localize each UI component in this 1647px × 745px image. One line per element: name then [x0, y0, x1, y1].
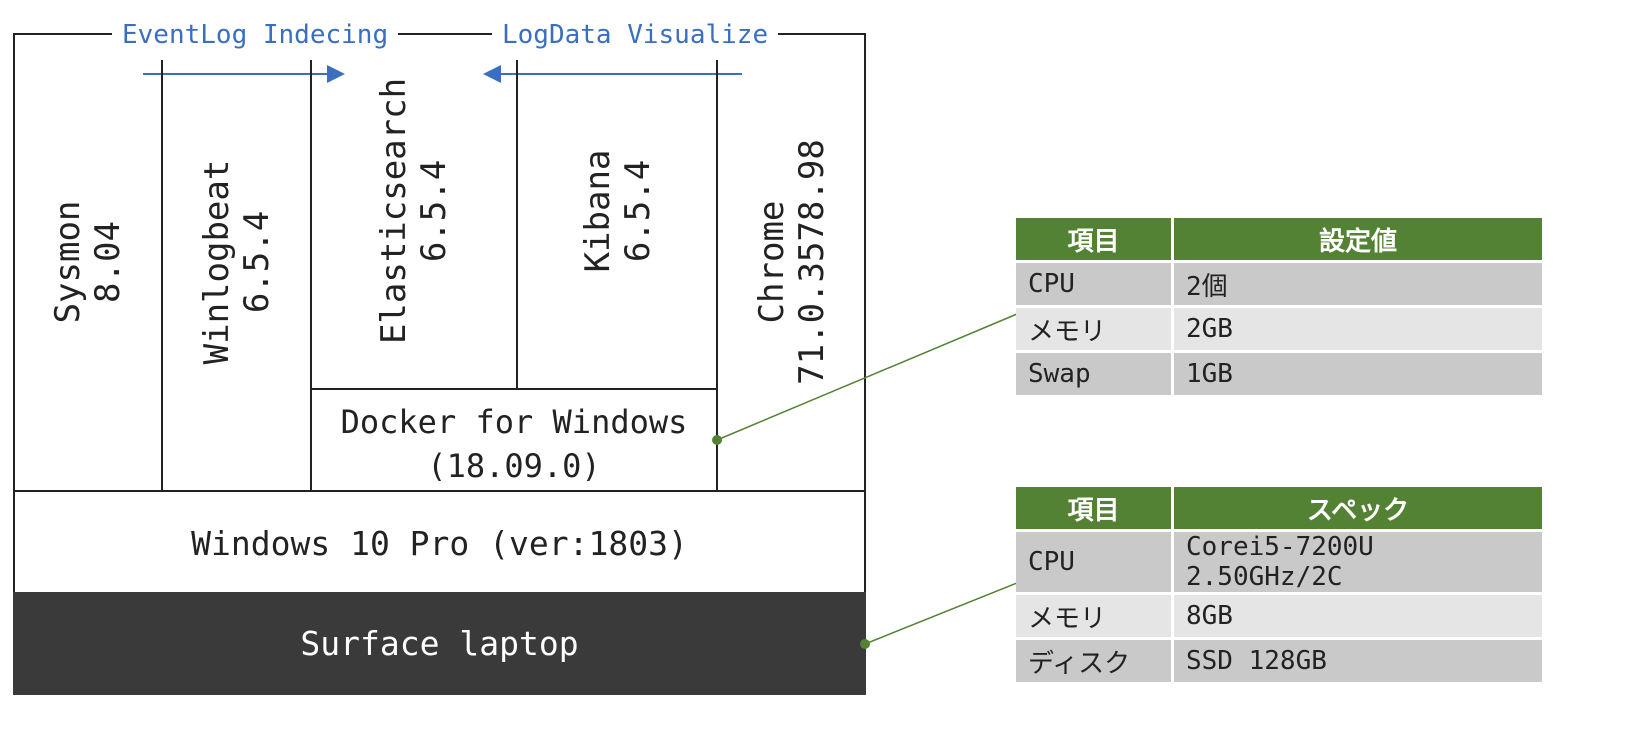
- divider-winlogbeat-elasticsearch: [310, 60, 312, 491]
- hardware-box: [13, 592, 866, 695]
- table-cell: CPU: [1016, 532, 1174, 595]
- table-row: CPU 2個: [1016, 263, 1545, 308]
- docker-connector-line: [716, 313, 1018, 441]
- docker-box: Docker for Windows (18.09.0): [312, 400, 716, 488]
- docker-top-border: [310, 388, 718, 390]
- docker-version: (18.09.0): [427, 447, 601, 485]
- table-row: Swap 1GB: [1016, 353, 1545, 398]
- table-cell: 2個: [1174, 263, 1545, 308]
- table-header-cell: 設定値: [1174, 218, 1545, 263]
- table-cell: メモリ: [1016, 308, 1174, 353]
- docker-settings-table: 項目 設定値 CPU 2個 メモリ 2GB Swap 1GB: [1016, 218, 1545, 398]
- hardware-label: Surface laptop: [300, 624, 579, 663]
- table-cell: メモリ: [1016, 595, 1174, 640]
- table-cell: 2GB: [1174, 308, 1545, 353]
- docker-name: Docker for Windows: [340, 403, 688, 441]
- divider-sysmon-winlogbeat: [161, 60, 163, 491]
- frame-right-border: [864, 33, 866, 695]
- docker-connector-dot-icon: [712, 435, 722, 445]
- table-cell: Swap: [1016, 353, 1174, 398]
- os-label: Windows 10 Pro (ver:1803): [191, 524, 688, 563]
- table-cell: ディスク: [1016, 640, 1174, 685]
- hardware-connector-dot-icon: [860, 639, 870, 649]
- table-cell: CPU: [1016, 263, 1174, 308]
- table-header-row: 項目 設定値: [1016, 218, 1545, 263]
- table-cell: Corei5-7200U 2.50GHz/2C: [1174, 532, 1545, 595]
- table-row: メモリ 2GB: [1016, 308, 1545, 353]
- logdata-visualize-label: LogData Visualize: [492, 20, 779, 50]
- flow-arrows: [143, 65, 742, 83]
- table-header-cell: 項目: [1016, 487, 1174, 532]
- divider-kibana-chrome: [716, 60, 718, 491]
- table-row: メモリ 8GB: [1016, 595, 1545, 640]
- hardware-spec-table: 項目 スペック CPU Corei5-7200U 2.50GHz/2C メモリ …: [1016, 487, 1545, 685]
- logdata-arrowhead-icon: [483, 65, 501, 83]
- eventlog-indexing-label: EventLog Indecing: [112, 20, 399, 50]
- table-header-cell: スペック: [1174, 487, 1545, 532]
- os-top-border: [13, 490, 866, 492]
- hardware-connector-line: [864, 582, 1018, 645]
- table-row: CPU Corei5-7200U 2.50GHz/2C: [1016, 532, 1545, 595]
- frame-top-border: [13, 33, 866, 35]
- table-row: ディスク SSD 128GB: [1016, 640, 1545, 685]
- table-cell: 1GB: [1174, 353, 1545, 398]
- table-header-cell: 項目: [1016, 218, 1174, 263]
- table-cell: 8GB: [1174, 595, 1545, 640]
- eventlog-arrowhead-icon: [327, 65, 345, 83]
- frame-left-border: [13, 33, 15, 695]
- divider-elasticsearch-kibana: [516, 60, 518, 389]
- table-cell: SSD 128GB: [1174, 640, 1545, 685]
- table-header-row: 項目 スペック: [1016, 487, 1545, 532]
